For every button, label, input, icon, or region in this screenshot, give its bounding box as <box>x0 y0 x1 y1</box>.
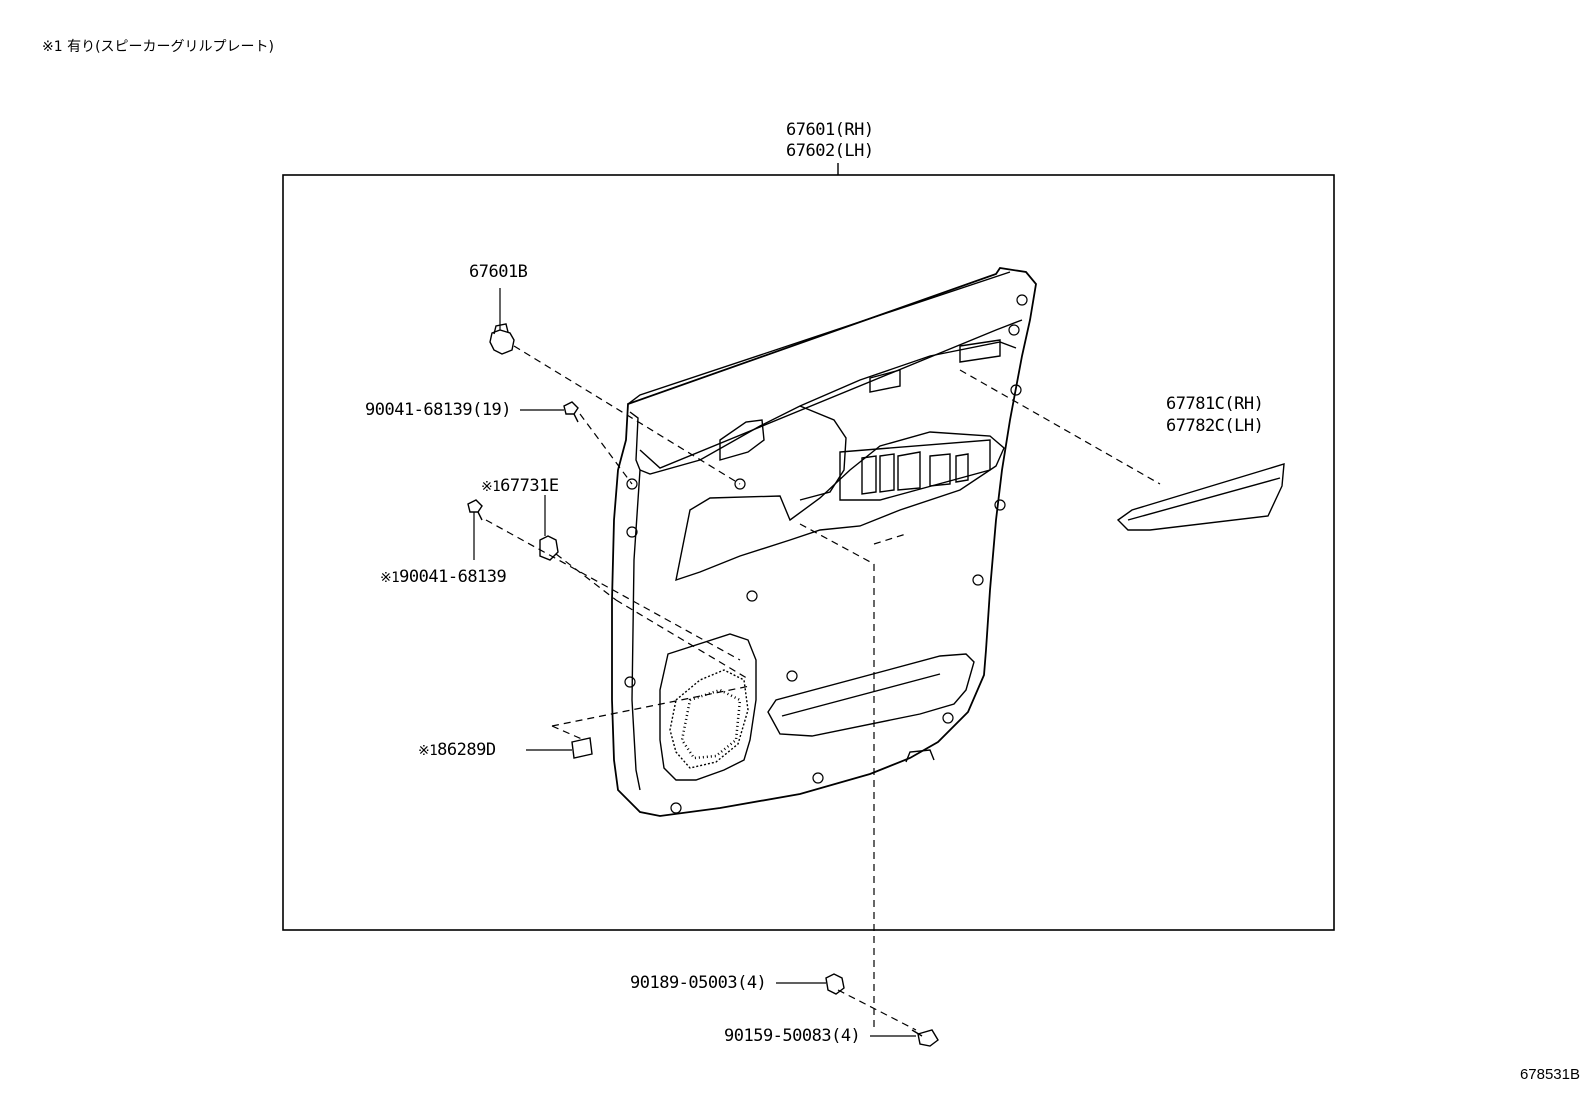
bolt-icon <box>911 1029 939 1047</box>
callout-door-board-rh: 67601(RH) <box>786 120 874 140</box>
plate-icon <box>571 737 593 759</box>
clip-icon <box>825 973 845 995</box>
clip-icon <box>489 323 515 355</box>
callout-clip-lower: 90189-05003(4) <box>630 973 767 993</box>
nut-icon <box>539 535 559 561</box>
callout-grill-plate: ※186289D <box>418 740 496 761</box>
callout-grill-screw: ※190041-68139 <box>380 567 507 588</box>
callout-grill-nut: ※167731E <box>481 476 559 497</box>
grill-screw-marker: ※1 <box>380 570 400 586</box>
screw-icon <box>563 401 579 423</box>
grill-nut-marker: ※1 <box>481 479 501 495</box>
screw-icon <box>467 499 483 521</box>
callout-bolt-lower: 90159-50083(4) <box>724 1026 861 1046</box>
grill-plate-marker: ※1 <box>418 743 438 759</box>
door-garnish <box>1116 463 1285 531</box>
grill-nut-number: 67731E <box>500 476 559 496</box>
grill-screw-number: 90041-68139 <box>399 567 507 587</box>
callout-clip-67601b: 67601B <box>469 262 528 282</box>
callout-screw-upper: 90041-68139(19) <box>365 400 512 420</box>
assembly-frame <box>282 174 1335 931</box>
illustration-id: 678531B <box>1519 1066 1580 1083</box>
door-trim-board <box>611 267 1037 817</box>
callout-door-board-lh: 67602(LH) <box>786 141 874 161</box>
callout-garnish-rh: 67781C(RH) <box>1166 394 1264 414</box>
grill-plate-number: 86289D <box>437 740 496 760</box>
callout-garnish-lh: 67782C(LH) <box>1166 416 1264 436</box>
footnote-text: ※1 有り(スピーカーグリルプレート) <box>42 39 275 55</box>
